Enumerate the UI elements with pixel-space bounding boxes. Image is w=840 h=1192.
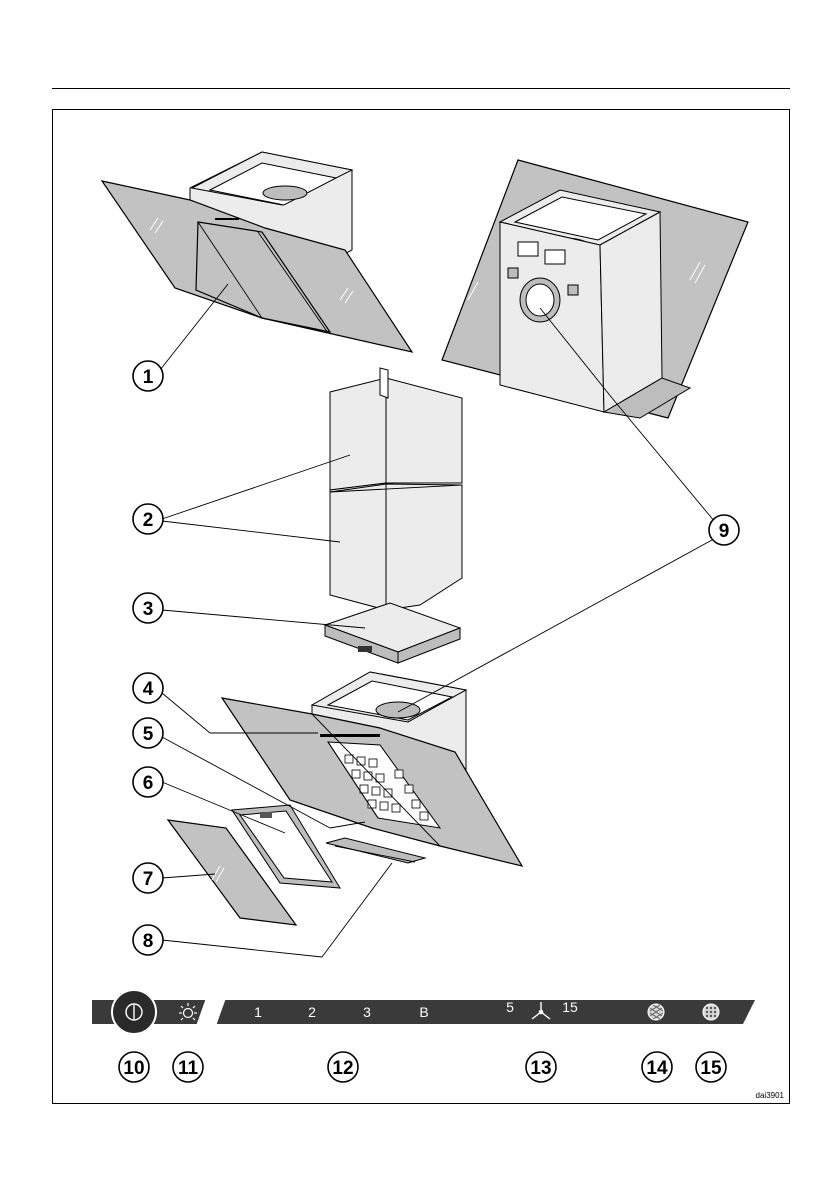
control-panel: 1 2 3 B 5 15 <box>92 990 755 1034</box>
svg-text:6: 6 <box>143 773 154 794</box>
timer-5[interactable]: 5 <box>506 999 514 1015</box>
svg-text:4: 4 <box>143 679 154 700</box>
svg-text:14: 14 <box>646 1058 668 1079</box>
fan-speed-2[interactable]: 2 <box>308 1004 316 1020</box>
callout-5: 5 <box>133 718 163 748</box>
svg-text:9: 9 <box>719 521 730 542</box>
chimney-sections <box>330 368 462 610</box>
callout-6: 6 <box>133 767 163 797</box>
svg-text:10: 10 <box>123 1058 144 1079</box>
callout-9: 9 <box>709 515 739 545</box>
svg-text:11: 11 <box>178 1058 199 1079</box>
svg-text:5: 5 <box>143 724 154 745</box>
callout-8: 8 <box>133 925 163 955</box>
figure-code: dai3901 <box>756 1091 785 1100</box>
svg-text:1: 1 <box>143 367 154 388</box>
callout-2: 2 <box>133 504 163 534</box>
callout-12: 12 <box>328 1052 358 1082</box>
svg-text:2: 2 <box>143 510 154 531</box>
callout-7: 7 <box>133 863 163 893</box>
callout-11: 11 <box>173 1052 203 1082</box>
fan-speed-1[interactable]: 1 <box>254 1004 262 1020</box>
hood-front-view <box>102 152 412 352</box>
timer-15[interactable]: 15 <box>562 999 578 1015</box>
callout-14: 14 <box>642 1052 672 1082</box>
svg-text:8: 8 <box>143 931 154 952</box>
callout-15: 15 <box>696 1052 726 1082</box>
callout-4: 4 <box>133 673 163 703</box>
svg-text:12: 12 <box>332 1058 353 1079</box>
charcoal-filter-icon[interactable] <box>703 1004 719 1020</box>
fan-speed-3[interactable]: 3 <box>363 1004 371 1020</box>
callout-1: 1 <box>133 361 163 391</box>
svg-text:15: 15 <box>700 1058 722 1079</box>
trim-strip <box>326 838 425 863</box>
svg-text:13: 13 <box>530 1058 551 1079</box>
callout-3: 3 <box>133 593 163 623</box>
callout-13: 13 <box>526 1052 556 1082</box>
svg-text:3: 3 <box>143 599 154 620</box>
hood-rear-view <box>442 160 748 418</box>
charcoal-filter <box>325 603 460 663</box>
fan-speed-boost[interactable]: B <box>419 1004 428 1020</box>
grease-filter-icon[interactable] <box>648 1004 664 1020</box>
svg-text:7: 7 <box>143 869 154 890</box>
callout-10: 10 <box>119 1052 149 1082</box>
